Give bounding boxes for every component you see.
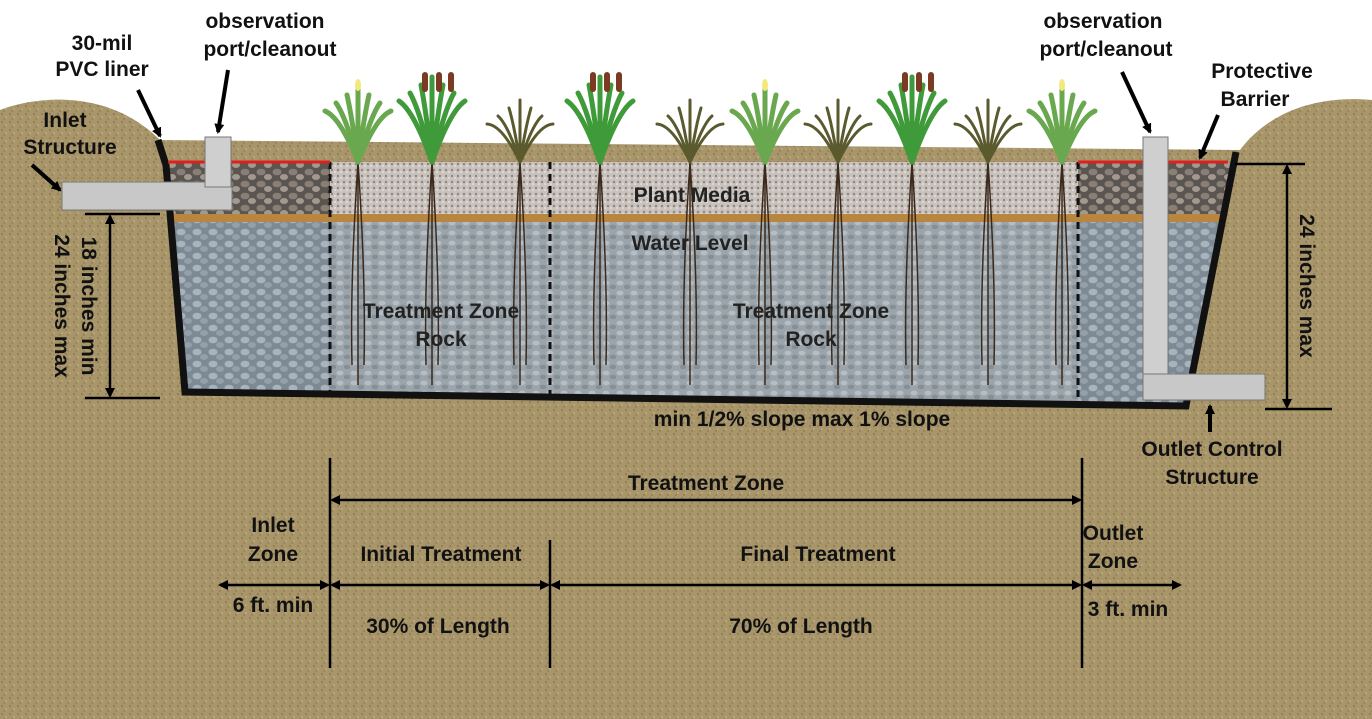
root [424,161,433,366]
outlet-observation-port [1142,136,1169,388]
obs-port-left-leader [214,69,230,134]
plant-leafy [729,79,801,165]
inlet-zone-label-1: Inlet [251,514,294,537]
plant-cattail [564,72,636,165]
root [512,161,521,366]
liner-label-2: PVC liner [55,58,148,81]
root [764,161,773,366]
filter-fabric-band [172,214,1226,222]
liner-label-1: 30-mil [72,32,133,55]
root [1054,161,1063,366]
inlet-structure-label-2: Structure [23,136,116,159]
final-treatment-label: Final Treatment [740,543,895,566]
inlet-structure-label-1: Inlet [43,109,86,132]
final-pct-label: 70% of Length [729,615,873,638]
root [689,161,698,366]
root [592,161,601,366]
protective-barrier-label-2: Barrier [1221,88,1290,111]
obs-port-left-label-2: port/cleanout [203,38,336,61]
plant-shrub [655,98,725,164]
outlet-control-label-2: Structure [1165,466,1258,489]
plant-shrub [803,98,873,164]
root [682,161,691,366]
root [599,161,608,366]
root [904,161,913,366]
barrier-leader [1198,114,1220,160]
inlet-structure-leader [30,163,62,192]
inlet-zone-label-2: Zone [248,543,298,566]
inlet-cobbles-wet [172,222,330,392]
plant-shrub [485,98,555,164]
obs-port-right-label-2: port/cleanout [1039,38,1172,61]
plant-leafy [1026,79,1098,165]
root [357,161,366,366]
root [350,161,359,366]
obs-port-right-leader [1120,71,1152,134]
outlet-min-label: 3 ft. min [1088,598,1169,621]
root [911,161,920,366]
protective-barrier-label-1: Protective [1211,60,1313,83]
treatment-rock-right-label-1: Treatment Zone [733,300,889,323]
inlet-min-label: 6 ft. min [233,594,314,617]
depth-right-label: 24 inches max [1295,214,1318,358]
plant-media-label: Plant Media [634,184,751,207]
dimension-lines [85,162,1332,668]
wetland-plants [322,72,1098,165]
root [431,161,440,366]
root [987,161,996,366]
obs-port-left-label-1: observation [205,10,324,33]
outlet-pipe [1142,373,1266,401]
outlet-control-label-1: Outlet Control [1141,438,1282,461]
plant-cattail [396,72,468,165]
outlet-zone-label-1: Outlet [1083,522,1144,545]
zone-dividers [328,162,1080,402]
slope-label: min 1/2% slope max 1% slope [654,408,950,431]
inlet-pipe [61,181,233,211]
pvc-liner [154,138,1240,410]
plant-shrub [953,98,1023,164]
depth-left-label-1: 18 inches min [77,237,100,376]
treatment-rock-left-label-2: Rock [415,328,467,351]
root [980,161,989,366]
water-level-label: Water Level [631,232,748,255]
treatment-zone-label: Treatment Zone [628,472,784,495]
root [830,161,839,366]
inlet-observation-port [204,136,232,188]
initial-treatment-label: Initial Treatment [360,543,521,566]
obs-port-right-label-1: observation [1043,10,1162,33]
root [519,161,528,366]
root [837,161,846,366]
treatment-rock-right-label-2: Rock [785,328,837,351]
plant-cattail [876,72,948,165]
depth-left-label-2: 24 inches max [50,234,73,378]
treatment-rock-left-label-1: Treatment Zone [363,300,519,323]
outlet-zone-label-2: Zone [1088,550,1138,573]
root [1061,161,1070,366]
liner-leader [136,89,162,138]
initial-pct-label: 30% of Length [366,615,510,638]
root [757,161,766,366]
plant-roots [350,161,1070,385]
treatment-rock-layer [172,222,1224,404]
plant-leafy [322,79,394,165]
